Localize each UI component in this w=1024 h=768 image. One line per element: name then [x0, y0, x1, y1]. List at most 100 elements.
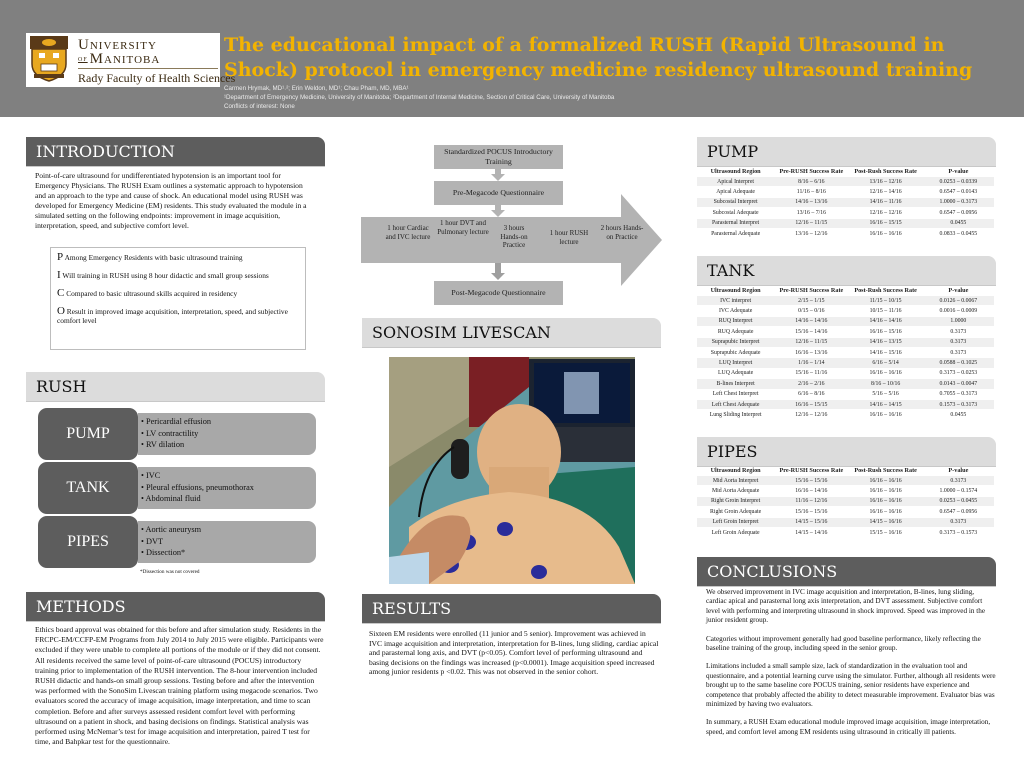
results-heading: RESULTS — [362, 594, 661, 623]
table-cell: 0.3173 — [922, 326, 994, 338]
flow-connector — [495, 169, 501, 174]
table-cell: 1/16 – 1/14 — [774, 357, 849, 369]
table-cell: Right Groin Adequate — [697, 506, 775, 518]
affiliations-line: ¹Department of Emergency Medicine, Unive… — [224, 94, 615, 101]
table-cell: 15/16 – 15/16 — [774, 506, 849, 518]
table-cell: 13/16 – 12/16 — [774, 227, 849, 239]
sonosim-heading: SONOSIM LIVESCAN — [362, 318, 661, 347]
conclusions-heading: CONCLUSIONS — [697, 557, 996, 586]
rush-group-pipes: PIPES • Aortic aneurysm • DVT • Dissecti… — [38, 516, 316, 568]
rush-footnote: *Dissection was not covered — [140, 569, 200, 575]
introduction-heading: INTRODUCTION — [26, 137, 325, 166]
table-cell: 11/16 – 12/16 — [774, 495, 849, 507]
table-cell: 0.0253 – 0.0455 — [922, 495, 994, 507]
table-cell: 14/16 – 14/16 — [848, 315, 923, 327]
pico-p: P Among Emergency Residents with basic u… — [57, 251, 243, 263]
table-cell: Left Groin Interpret — [697, 516, 775, 528]
methods-text: Ethics board approval was obtained for t… — [35, 625, 324, 747]
table-cell: Right Groin Interpret — [697, 495, 775, 507]
table-cell: 0.0143 – 0.0047 — [922, 378, 994, 390]
table-cell: 14/16 – 11/16 — [848, 196, 923, 208]
table-cell: 1.0000 — [922, 315, 994, 327]
table-cell: 16/16 – 14/16 — [774, 485, 849, 497]
rush-items-pump: • Pericardial effusion • LV contractilit… — [138, 413, 316, 455]
arrow-down-icon — [491, 210, 505, 217]
table-cell: 0.3173 — [922, 336, 994, 348]
table-cell: 0.6547 – 0.0956 — [922, 506, 994, 518]
table-cell: 14/15 – 16/16 — [848, 516, 923, 528]
tank-table-heading: TANK — [697, 256, 996, 285]
table-cell: 0.6547 – 0.0143 — [922, 186, 994, 198]
table-cell: Left Chest Adequate — [697, 398, 775, 410]
table-cell: Apical Adequate — [697, 186, 775, 198]
table-cell: RUQ Adequate — [697, 326, 775, 338]
rush-heading: RUSH — [26, 372, 325, 401]
pico-c: C Compared to basic ultrasound skills ac… — [57, 287, 238, 299]
flow-step-2: 1 hour DVT and Pulmonary lecture — [437, 219, 489, 236]
table-cell: Apical Interpret — [697, 175, 775, 187]
table-cell: 0.7055 – 0.3173 — [922, 388, 994, 400]
table-cell: 13/16 – 7/16 — [774, 207, 849, 219]
rush-group-pump: PUMP • Pericardial effusion • LV contrac… — [38, 408, 316, 460]
poster-title: The educational impact of a formalized R… — [224, 34, 973, 81]
table-cell: 0.0455 — [922, 217, 994, 229]
table-cell: B-lines Interpret — [697, 378, 775, 390]
table-cell: 10/15 – 11/16 — [848, 305, 923, 317]
logo-faculty-name: Rady Faculty of Health Sciences — [78, 71, 236, 85]
authors-line: Carmen Hrymak, MD¹˒²; Erin Weldon, MD¹; … — [224, 85, 409, 92]
table-cell: IVC interpret — [697, 294, 775, 306]
table-cell: 11/15 – 10/15 — [848, 294, 923, 306]
table-cell: 0.0016 – 0.0009 — [922, 305, 994, 317]
conclusions-text: We observed improvement in IVC image acq… — [706, 588, 996, 737]
flow-step-1: 1 hour Cardiac and IVC lecture — [385, 224, 431, 241]
table-cell: Lung Sliding Interpret — [697, 409, 775, 421]
table-header-row: Ultrasound Region Pre-RUSH Success Rate … — [710, 168, 969, 175]
sonosim-photo — [389, 357, 635, 584]
arrow-down-icon — [491, 174, 505, 181]
table-cell: 16/16 – 16/16 — [848, 495, 923, 507]
flow-connector — [495, 263, 501, 273]
simulation-photo-image — [389, 357, 635, 584]
rush-items-tank: • IVC • Pleural effusions, pneumothorax … — [138, 467, 316, 509]
tank-results-table: Ultrasound Region Pre-RUSH Success Rate … — [697, 286, 994, 421]
table-cell: IVC Adequate — [697, 305, 775, 317]
table-cell: 1.0000 – 0.1574 — [922, 485, 994, 497]
table-cell: Left Groin Adequate — [697, 526, 775, 538]
table-cell: 16/16 – 16/16 — [848, 474, 923, 486]
table-cell: 0.6547 – 0.0956 — [922, 207, 994, 219]
pico-box: P Among Emergency Residents with basic u… — [50, 247, 306, 350]
flow-step-5: 2 hours Hands-on Practice — [600, 224, 644, 241]
table-cell: 14/16 – 13/16 — [774, 196, 849, 208]
table-cell: 14/16 – 14/16 — [774, 315, 849, 327]
table-cell: Left Chest Interpret — [697, 388, 775, 400]
table-cell: 15/16 – 11/16 — [774, 367, 849, 379]
crest-icon — [30, 36, 68, 82]
table-cell: 16/16 – 15/15 — [774, 398, 849, 410]
rush-label-pump: PUMP — [38, 408, 138, 460]
flow-connector — [495, 205, 501, 210]
flow-box-post-questionnaire: Post-Megacode Questionnaire — [434, 281, 563, 305]
flow-box-pre-questionnaire: Pre-Megacode Questionnaire — [434, 181, 563, 205]
pico-o: O Result in improved image acquisition, … — [57, 305, 288, 326]
table-cell: 8/16 – 10/16 — [848, 378, 923, 390]
table-cell: 15/16 – 14/16 — [774, 326, 849, 338]
table-cell: 12/16 – 11/15 — [774, 217, 849, 229]
table-cell: 12/16 – 12/16 — [848, 207, 923, 219]
table-cell: 0.0455 — [922, 409, 994, 421]
table-cell: 16/16 – 16/16 — [848, 485, 923, 497]
table-cell: 13/16 – 12/16 — [848, 175, 923, 187]
